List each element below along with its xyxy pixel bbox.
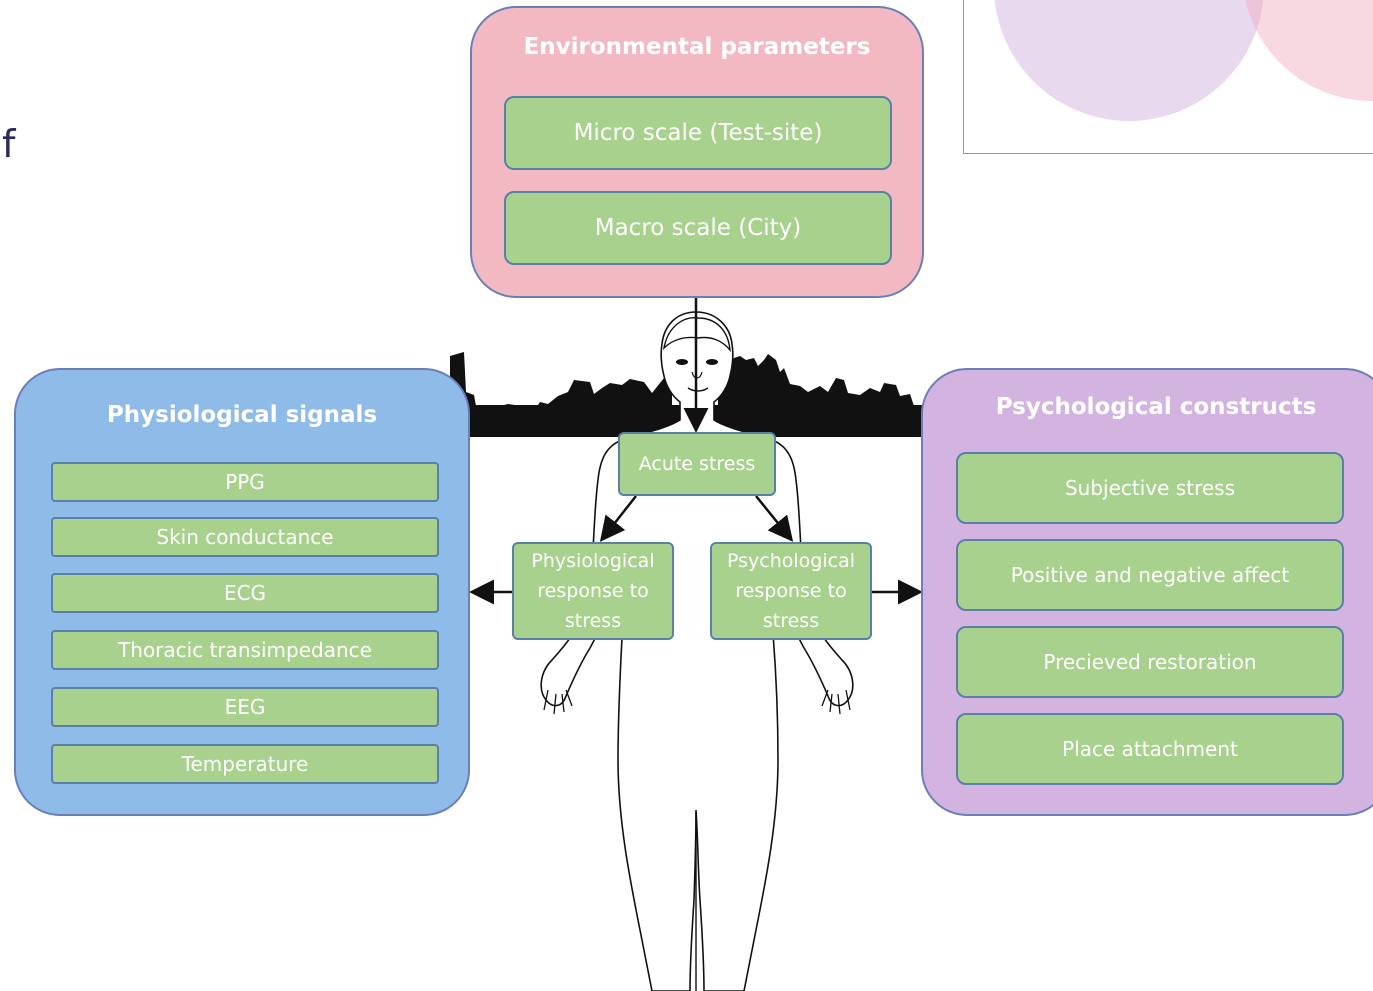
- signal-item-ppg: PPG: [51, 462, 439, 502]
- psychological-response-line-3: stress: [762, 610, 820, 632]
- macro-scale-box: Macro scale (City): [504, 191, 892, 265]
- construct-item-restoration: Precieved restoration: [956, 626, 1344, 698]
- micro-scale-box: Micro scale (Test-site): [504, 96, 892, 170]
- arrow-acute-to-psycho: [755, 495, 794, 542]
- physiological-response-box: Physiological response to stress: [512, 542, 674, 640]
- construct-item-place-attachment: Place attachment: [956, 713, 1344, 785]
- stray-letter: f: [2, 122, 16, 166]
- construct-item-subjective-stress: Subjective stress: [956, 452, 1344, 524]
- physiological-response-line-2: response to: [537, 580, 649, 602]
- construct-item-affect: Positive and negative affect: [956, 539, 1344, 611]
- physiological-title: Physiological signals: [106, 402, 378, 428]
- signal-item-ecg: ECG: [51, 573, 439, 613]
- environmental-title: Environmental parameters: [523, 34, 871, 60]
- arrow-acute-to-physio: [599, 495, 637, 542]
- environmental-parameters-panel: Environmental parameters Micro scale (Te…: [470, 6, 924, 298]
- psychological-title: Psychological constructs: [995, 394, 1317, 420]
- signal-item-skin-conductance: Skin conductance: [51, 517, 439, 557]
- signal-item-eeg: EEG: [51, 687, 439, 727]
- psychological-response-line-2: response to: [735, 580, 847, 602]
- signal-item-temperature: Temperature: [51, 744, 439, 784]
- acute-stress-box: Acute stress: [618, 432, 776, 496]
- psychological-response-line-1: Psychological: [727, 550, 855, 572]
- psychological-constructs-panel: Psychological constructs Subjective stre…: [921, 368, 1373, 816]
- psychological-response-box: Psychological response to stress: [710, 542, 872, 640]
- partial-venn-card: [963, 0, 1373, 154]
- signal-item-thoracic-transimpedance: Thoracic transimpedance: [51, 630, 439, 670]
- physiological-response-line-3: stress: [564, 610, 622, 632]
- physiological-response-line-1: Physiological: [531, 550, 655, 572]
- physiological-signals-panel: Physiological signals PPG Skin conductan…: [14, 368, 470, 816]
